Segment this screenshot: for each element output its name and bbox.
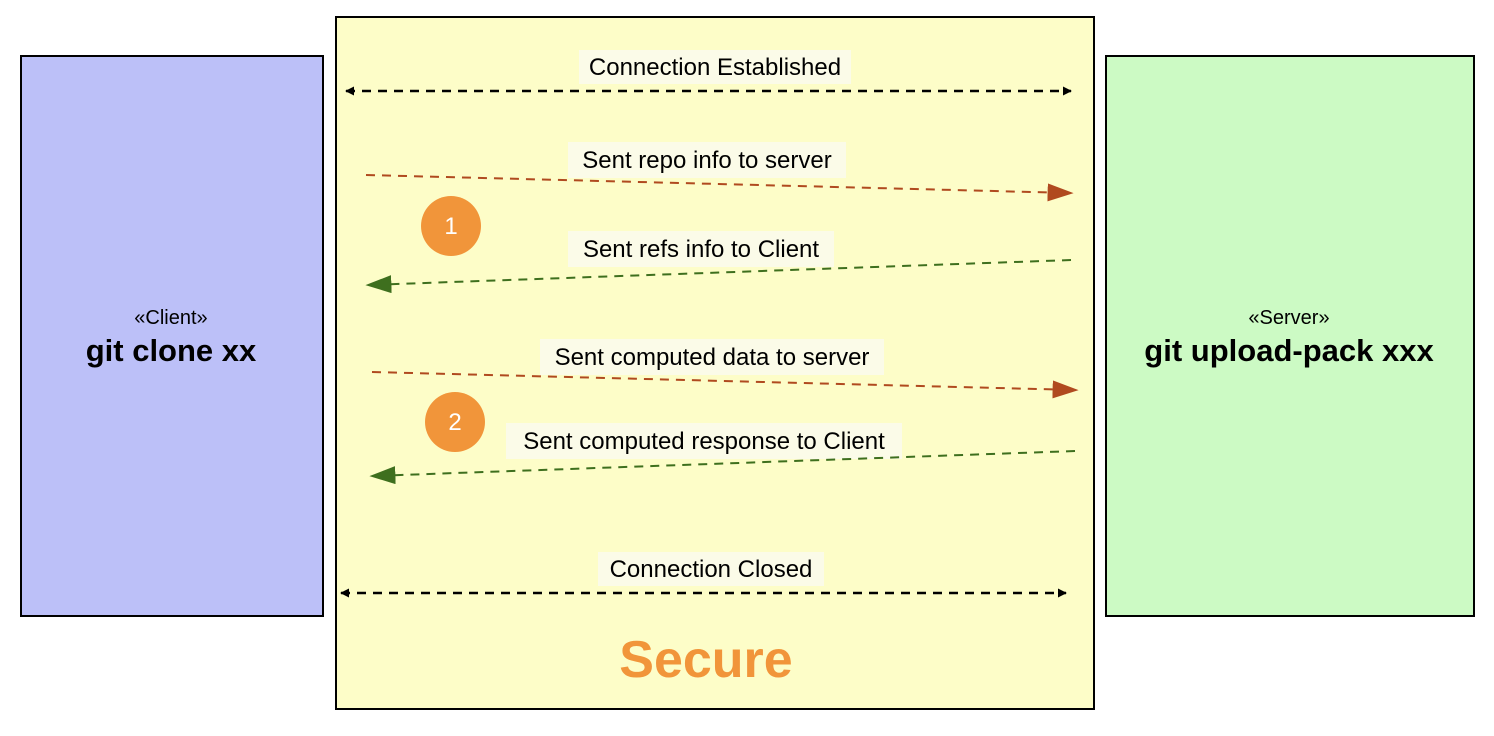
step-1-number: 1: [444, 213, 457, 240]
refs-info-label-bg: [568, 231, 834, 267]
step-1-marker: [421, 196, 481, 256]
repo-info-label-bg: [568, 142, 846, 178]
client-title: git clone xx: [86, 333, 257, 368]
connection-established-label: Connection Established: [589, 54, 841, 81]
computed-data-label-bg: [540, 339, 884, 375]
computed-data-arrow: [371, 371, 1079, 399]
refs-info-arrow: [365, 259, 1072, 294]
client-stereotype: «Client»: [134, 307, 207, 329]
computed-response-arrow: [369, 450, 1076, 485]
connection-closed-label-bg: [598, 552, 824, 586]
repo-info-arrow: [365, 174, 1074, 202]
client-box: [20, 55, 324, 617]
server-title: git upload-pack xxx: [1144, 333, 1434, 368]
secure-zone-label: Secure: [619, 631, 792, 689]
server-stereotype: «Server»: [1248, 307, 1329, 329]
refs-info-label: Sent refs info to Client: [583, 236, 819, 263]
server-box: [1105, 55, 1475, 617]
repo-info-label: Sent repo info to server: [582, 147, 831, 174]
step-2-marker: [425, 392, 485, 452]
connection-established-label-bg: [579, 50, 851, 84]
computed-response-label-bg: [506, 423, 902, 459]
computed-response-label: Sent computed response to Client: [523, 428, 885, 455]
step-2-number: 2: [448, 409, 461, 436]
computed-data-label: Sent computed data to server: [555, 344, 870, 371]
connection-closed-label: Connection Closed: [610, 556, 813, 583]
